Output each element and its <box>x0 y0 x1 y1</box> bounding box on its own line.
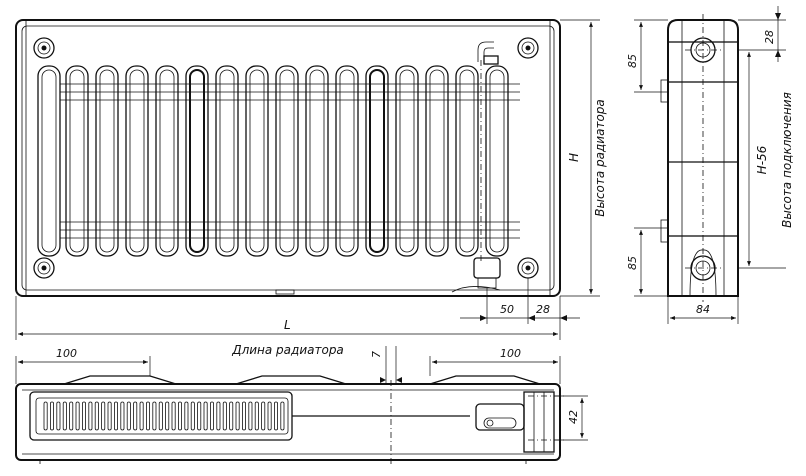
top-fin <box>165 401 170 431</box>
top-fin <box>88 401 93 431</box>
top-fin <box>254 401 259 431</box>
top-fin <box>273 401 278 431</box>
plug-bottom-right-icon <box>517 257 539 279</box>
top-fin <box>177 401 182 431</box>
top-fin <box>75 401 80 431</box>
convector-slot <box>125 65 149 257</box>
connection-symbol: H-56 <box>755 145 769 174</box>
convector-slot <box>65 65 89 257</box>
convector-slot <box>275 65 299 257</box>
top-fin <box>241 401 246 431</box>
convector-slots <box>37 65 509 257</box>
side-bottom-offset-label: 85 <box>626 256 639 270</box>
top-fin <box>145 401 150 431</box>
convector-slot <box>95 65 119 257</box>
top-fin <box>203 401 208 431</box>
front-crossbars <box>60 83 520 239</box>
top-fin <box>267 401 272 431</box>
top-fin <box>229 401 234 431</box>
convector-slot <box>485 65 509 257</box>
top-fin <box>82 401 87 431</box>
convector-slot <box>37 65 61 257</box>
top-fin <box>158 401 163 431</box>
convector-slot <box>155 65 179 257</box>
top-fin <box>94 401 99 431</box>
side-dimensions: 85 85 28 H-56 Высота подключения 84 <box>626 6 794 324</box>
plug-bottom-left-icon <box>33 257 55 279</box>
top-fin <box>248 401 253 431</box>
height-caption: Высота радиатора <box>593 99 607 217</box>
top-fin <box>114 401 119 431</box>
top-fin <box>209 401 214 431</box>
side-top-gap-label: 28 <box>763 30 776 44</box>
pipe-offset-label: 50 <box>500 303 514 316</box>
front-outer-frame <box>15 19 561 297</box>
top-fin <box>107 401 112 431</box>
connection-caption: Высота подключения <box>780 92 794 228</box>
top-fin <box>43 401 48 431</box>
top-view-fins <box>43 401 285 431</box>
top-fin <box>133 401 138 431</box>
convector-slot <box>365 65 389 257</box>
top-fin <box>216 401 221 431</box>
bracket-left-label: 100 <box>56 347 77 360</box>
top-fin <box>235 401 240 431</box>
convector-slot <box>305 65 329 257</box>
top-fin <box>152 401 157 431</box>
top-fin <box>184 401 189 431</box>
top-fin <box>190 401 195 431</box>
top-fin <box>280 401 285 431</box>
top-depth-label: 42 <box>567 410 580 424</box>
convector-slot <box>455 65 479 257</box>
bracket-right-label: 100 <box>500 347 521 360</box>
top-fin <box>69 401 74 431</box>
side-depth-label: 84 <box>696 303 710 316</box>
top-fin <box>126 401 131 431</box>
plug-top-right-icon <box>517 37 539 59</box>
convector-slot <box>395 65 419 257</box>
convector-slot <box>245 65 269 257</box>
top-fin <box>50 401 55 431</box>
convector-slot <box>425 65 449 257</box>
convector-slot <box>215 65 239 257</box>
length-symbol: L <box>284 318 291 332</box>
top-fin <box>56 401 61 431</box>
convector-slot <box>335 65 359 257</box>
top-view <box>15 375 566 464</box>
top-dimensions: 100 100 7 42 <box>15 346 588 441</box>
height-symbol: H <box>567 153 581 162</box>
top-fin <box>139 401 144 431</box>
top-gap-label: 7 <box>370 351 383 358</box>
top-fin <box>222 401 227 431</box>
front-dimensions: H Высота радиатора L Длина радиатора 50 … <box>15 19 607 357</box>
top-fin <box>197 401 202 431</box>
plug-top-left-icon <box>33 37 55 59</box>
edge-offset-label: 28 <box>536 303 550 316</box>
convector-slot <box>185 65 209 257</box>
top-fin <box>261 401 266 431</box>
front-view <box>15 19 561 297</box>
length-caption: Длина радиатора <box>231 343 344 357</box>
top-fin <box>171 401 176 431</box>
top-fin <box>62 401 67 431</box>
top-fin <box>120 401 125 431</box>
top-fin <box>101 401 106 431</box>
side-top-offset-label: 85 <box>626 54 639 68</box>
side-view <box>660 14 739 302</box>
